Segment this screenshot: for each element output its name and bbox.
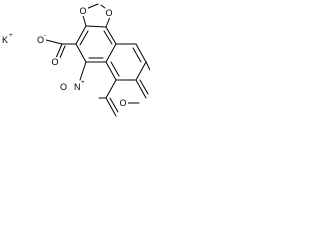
bond-ringA-6 [105,26,117,45]
bond-ringB-2b [132,47,142,63]
bond-ringC-3 [105,79,117,99]
bond-ringC-4b [109,97,119,113]
potassium-label: K [2,35,8,45]
bond-ringA-2 [75,25,87,45]
bond-carboxyl-o2 [55,43,63,59]
potassium-charge: + [9,32,13,39]
bond-nitro [79,61,87,81]
bond-dioxole-4 [105,16,111,28]
carboxylate-charge: - [44,32,46,39]
bond-ringA-3 [75,43,87,63]
bonds [45,3,150,117]
bond-ringA-2b [79,30,89,46]
carboxylate-oxygen-label: O [37,35,44,45]
bond-ringA-6b [103,30,113,45]
atom-labels: O O K + O - O O N + O [2,6,128,108]
nitro-oxygen-label: O [60,82,67,92]
bond-ringC-4 [105,97,117,117]
bond-ringC-2b [139,79,149,95]
bond-ringC-2 [135,79,147,99]
bond-ringB-5 [105,61,117,81]
chemical-structure: O O K + O - O O N + O [2,3,150,117]
bond-ringB-3 [135,61,147,81]
methoxy-oxygen-label: O [120,98,127,108]
bond-ringC-1 [145,61,150,71]
carbonyl-oxygen-label: O [52,57,59,67]
bond-ringA-1 [85,25,107,28]
dioxole-oxygen-right: O [106,8,113,18]
nitro-charge: + [81,79,85,86]
nitro-nitrogen-label: N [74,82,81,92]
bond-ringA-5 [105,43,117,63]
bond-ringB-5b [110,61,120,77]
bond-ringB-2 [135,43,147,63]
dioxole-oxygen-left: O [80,6,87,16]
bond-carboxyl-o1 [45,39,63,45]
